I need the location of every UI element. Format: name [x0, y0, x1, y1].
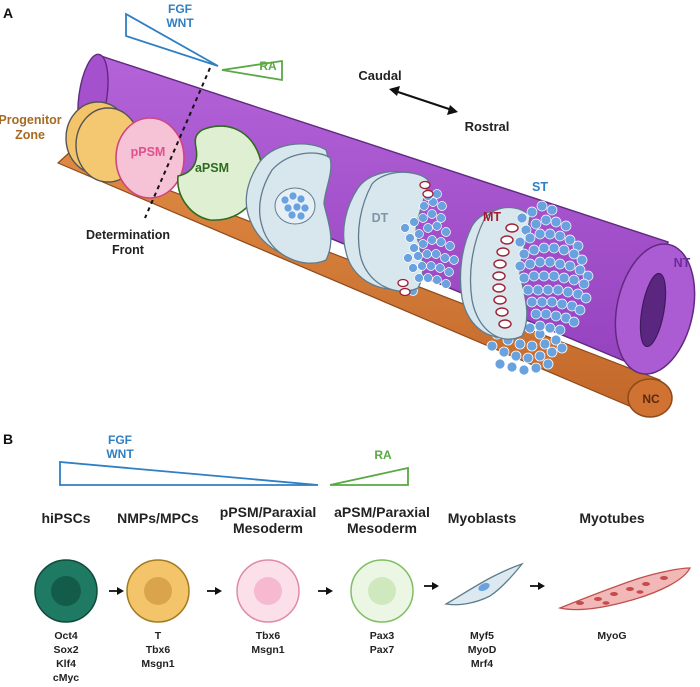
notochord-end	[627, 378, 673, 418]
caudal-rostral-arrow	[389, 86, 458, 115]
marker-sox2: Sox2	[53, 644, 78, 656]
progenitor-zone-label-line1: Progenitor	[0, 113, 62, 127]
markers-hipsc: Oct4 Sox2 Klf4 cMyc	[53, 630, 79, 684]
cell-hipsc	[34, 559, 98, 623]
determination-front-label-line2: Front	[112, 243, 145, 257]
fgf-wnt-gradient-wedge	[125, 12, 219, 67]
ppsm-disc	[115, 117, 185, 199]
progenitor-zone-label-line2: Zone	[15, 128, 45, 142]
marker-myod: MyoD	[468, 644, 497, 656]
neural-tube-lumen	[639, 272, 667, 348]
arrow-1	[109, 587, 124, 595]
arrow-3	[318, 587, 333, 595]
caudal-label: Caudal	[358, 68, 401, 83]
ppsm-label: pPSM	[131, 145, 166, 159]
fgf-wnt-gradient-wedge-b	[59, 461, 319, 486]
panel-a: A	[0, 2, 696, 418]
ra-gradient-wedge-b	[329, 466, 409, 486]
marker-myf5: Myf5	[470, 630, 494, 642]
sclerotome-cells	[514, 200, 594, 336]
marker-t: T	[155, 630, 162, 642]
marker-mrf4: Mrf4	[471, 658, 493, 670]
fgf-label-b: FGF	[108, 433, 132, 447]
cell-apsm	[350, 559, 414, 623]
panel-b-label: B	[3, 431, 13, 447]
stage-title-ppsm-line2: Mesoderm	[233, 520, 303, 536]
stage-title-apsm-line2: Mesoderm	[347, 520, 417, 536]
cell-nmp	[126, 559, 190, 623]
marker-myog: MyoG	[597, 630, 626, 642]
arrow-5	[530, 582, 545, 590]
markers-nmp: T Tbx6 Msgn1	[141, 630, 174, 670]
stage-title-myoblasts: Myoblasts	[448, 510, 517, 526]
somite-dermatome	[343, 170, 459, 297]
dt-label: DT	[372, 211, 389, 225]
progression-arrows	[109, 582, 545, 595]
cell-myoblast	[444, 562, 524, 606]
panel-b: B FGF WNT RA hiPSCs NMPs/MPCs pPSM/Parax…	[3, 431, 692, 684]
stage-title-ppsm-line1: pPSM/Paraxial	[220, 504, 317, 520]
panel-a-label: A	[3, 5, 13, 21]
stage-title-apsm-line1: aPSM/Paraxial	[334, 504, 430, 520]
markers-apsm: Pax3 Pax7	[370, 630, 395, 656]
stage-title-nmps: NMPs/MPCs	[117, 510, 199, 526]
marker-msgn1: Msgn1	[141, 658, 174, 670]
myotome-cells	[492, 223, 519, 329]
stage-title-myotubes: Myotubes	[579, 510, 645, 526]
fgf-label: FGF	[168, 2, 192, 16]
determination-front-line	[144, 67, 211, 219]
rostral-label: Rostral	[465, 119, 510, 134]
apsm-label: aPSM	[195, 161, 229, 175]
ra-label-b: RA	[374, 448, 392, 462]
apsm-segment	[177, 125, 263, 221]
wnt-label-b: WNT	[106, 447, 134, 461]
mt-label: MT	[483, 210, 501, 224]
marker-msgn1-ppsm: Msgn1	[251, 644, 284, 656]
marker-tbx6-ppsm: Tbx6	[256, 630, 281, 642]
marker-pax3: Pax3	[370, 630, 395, 642]
marker-pax7: Pax7	[370, 644, 395, 656]
nt-label: NT	[674, 256, 691, 270]
ra-label: RA	[259, 59, 277, 73]
markers-myotube: MyoG	[597, 630, 626, 642]
markers-ppsm: Tbx6 Msgn1	[251, 630, 284, 656]
somite-myotome	[459, 200, 594, 340]
cell-ppsm	[236, 559, 300, 623]
arrow-2	[207, 587, 222, 595]
determination-front-label-line1: Determination	[86, 228, 170, 242]
somite-epithelial	[245, 143, 332, 264]
ra-gradient-wedge	[221, 59, 283, 82]
markers-myoblast: Myf5 MyoD Mrf4	[468, 630, 497, 670]
wnt-label: WNT	[166, 16, 194, 30]
st-label: ST	[532, 180, 548, 194]
marker-oct4: Oct4	[54, 630, 78, 642]
marker-cmyc: cMyc	[53, 672, 79, 684]
arrow-4	[424, 582, 439, 590]
nc-label: NC	[642, 392, 660, 406]
stage-title-hipscs: hiPSCs	[41, 510, 90, 526]
marker-tbx6: Tbx6	[146, 644, 171, 656]
marker-klf4: Klf4	[56, 658, 76, 670]
cell-myotube	[557, 567, 692, 611]
